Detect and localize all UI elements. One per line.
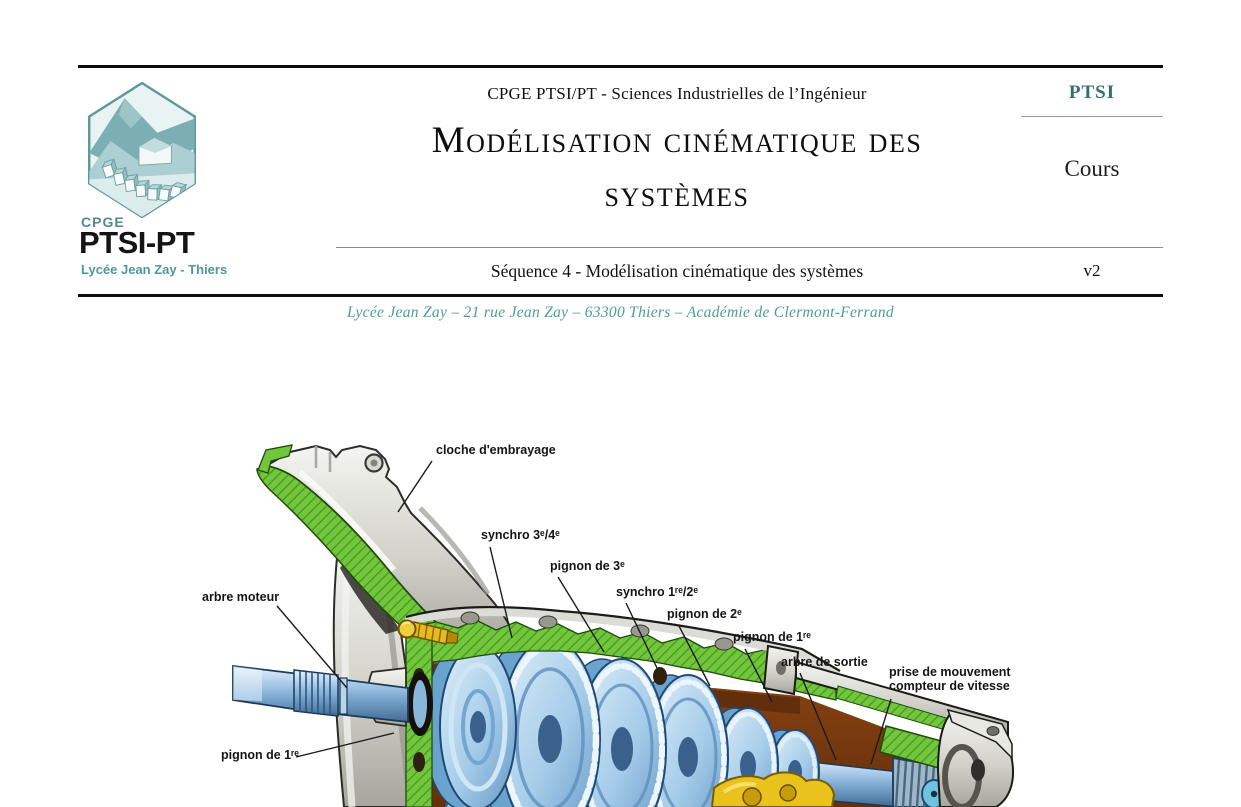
leader-pignon-2 xyxy=(678,625,711,687)
leader-lines xyxy=(276,460,892,765)
leader-arbre-de-sortie xyxy=(799,672,837,761)
bolt-gold xyxy=(397,619,459,645)
diagram-label-pignon-1: pignon de 1ʳᵉ xyxy=(733,630,811,644)
diagram-label-pignon-3: pignon de 3ᵉ xyxy=(550,559,625,573)
logo-hexagon-icon xyxy=(88,82,196,218)
header-bottom-rule xyxy=(78,294,1163,297)
leader-pignon-1-bas xyxy=(295,732,395,758)
speedometer-drive xyxy=(710,771,836,807)
doc-type: Cours xyxy=(1064,156,1120,181)
logo-cpge-text: CPGE xyxy=(81,214,125,230)
course-line: CPGE PTSI/PT - Sciences Industrielles de… xyxy=(487,84,867,103)
leader-synchro-3-4 xyxy=(489,546,513,639)
diagram-label-prise-de-mouvement: prise de mouvement compteur de vitesse xyxy=(889,665,1011,693)
class-badge: PTSI xyxy=(1068,82,1116,103)
logo-school-text: Lycée Jean Zay - Thiers xyxy=(81,262,228,277)
title-row-rule xyxy=(336,247,1163,248)
leader-arbre-moteur xyxy=(276,605,348,689)
diagram-label-pignon-2: pignon de 2ᵉ xyxy=(667,607,742,621)
bell-housing xyxy=(256,444,521,652)
diagram-label-synchro-1-2: synchro 1ʳᵉ/2ᵉ xyxy=(616,585,699,599)
diagram-label-cloche-embrayage: cloche d'embrayage xyxy=(436,443,556,457)
header-top-rule xyxy=(78,65,1163,68)
diagram-label-synchro-3-4: synchro 3ᵉ/4ᵉ xyxy=(481,528,560,542)
page-title: Modélisation cinématique des systèmes xyxy=(431,120,923,215)
logo-name-text: PTSI-PT xyxy=(79,225,195,260)
input-shaft xyxy=(232,664,433,736)
address-line: Lycée Jean Zay – 21 rue Jean Zay – 63300… xyxy=(347,304,894,321)
diagram-label-arbre-de-sortie: arbre de sortie xyxy=(781,655,868,669)
leader-pignon-1 xyxy=(744,648,773,703)
school-logo xyxy=(80,82,220,218)
leader-cloche-embrayage xyxy=(397,460,433,513)
leader-synchro-1-2 xyxy=(625,602,658,669)
leader-pignon-3 xyxy=(557,576,605,653)
version-label: v2 xyxy=(1083,261,1101,280)
sequence-line: Séquence 4 - Modélisation cinématique de… xyxy=(490,261,864,281)
leader-prise-de-mouvement xyxy=(870,698,892,765)
ptsi-underline-rule xyxy=(1021,116,1163,117)
tail-housing xyxy=(795,660,1014,807)
diagram-label-arbre-moteur: arbre moteur xyxy=(202,590,280,604)
diagram-label-pignon-1-bas: pignon de 1ʳᵉ xyxy=(221,748,299,762)
